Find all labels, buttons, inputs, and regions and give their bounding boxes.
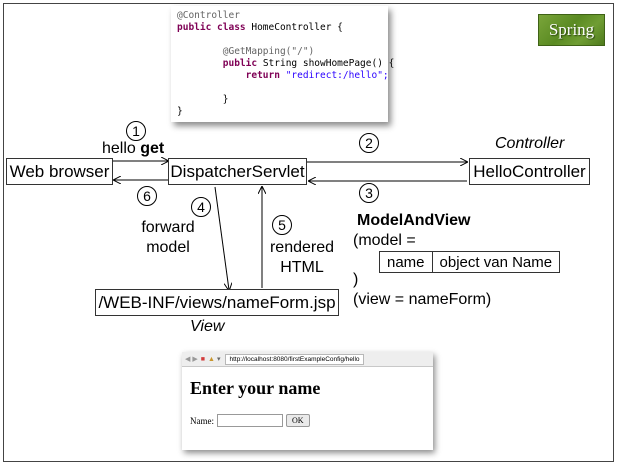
- home-icon: ▲: [208, 355, 215, 363]
- name-form: Name: OK: [190, 414, 310, 427]
- code-keyword: public: [222, 58, 258, 69]
- browser-toolbar: ◀ ▶ ■ ▲ ▾ http://localhost:8080/firstExa…: [182, 352, 433, 367]
- dispatcher-servlet-label: DispatcherServlet: [170, 161, 305, 181]
- hello-controller-node: HelloController: [469, 158, 590, 185]
- arrow-step-4: [214, 186, 229, 290]
- address-bar: http://localhost:8080/firstExampleConfig…: [225, 353, 364, 365]
- hello-get-label: hello get: [102, 139, 164, 159]
- model-and-view-title: ModelAndView: [357, 212, 471, 229]
- code-keyword: return: [245, 70, 280, 81]
- code-brace: }: [177, 106, 183, 117]
- view-file-label: /WEB-INF/views/nameForm.jsp: [98, 292, 336, 312]
- view-file-node: /WEB-INF/views/nameForm.jsp: [95, 289, 339, 316]
- model-key-cell: name: [379, 251, 433, 273]
- model-open-text: (model =: [353, 232, 416, 249]
- code-keyword: public class: [177, 22, 246, 33]
- ok-button: OK: [286, 414, 310, 427]
- dispatcher-servlet-node: DispatcherServlet: [168, 158, 307, 185]
- get-text: get: [140, 140, 165, 157]
- hello-text: hello: [102, 140, 141, 157]
- code-line-annotation: @Controller: [177, 10, 240, 21]
- step-3-badge: 3: [359, 183, 379, 203]
- step-6-badge: 6: [137, 186, 157, 206]
- step-5-badge: 5: [272, 215, 292, 235]
- step-2-badge: 2: [359, 133, 379, 153]
- step-4-badge: 4: [191, 197, 211, 217]
- web-browser-node: Web browser: [6, 158, 113, 185]
- browser-screenshot: ◀ ▶ ■ ▲ ▾ http://localhost:8080/firstExa…: [182, 352, 433, 450]
- code-snippet: @Controller public class HomeController …: [171, 6, 394, 122]
- view-caption: View: [190, 318, 225, 335]
- model-table-row: name object van Name: [379, 251, 561, 273]
- code-string: "redirect:/hello";: [285, 70, 389, 81]
- back-icon: ◀: [185, 356, 191, 363]
- model-label: model: [146, 239, 190, 256]
- dropdown-icon: ▾: [216, 356, 221, 363]
- name-field: [217, 414, 283, 427]
- name-field-label: Name:: [190, 415, 214, 426]
- model-value-cell: object van Name: [431, 251, 561, 273]
- slide-border: [3, 3, 614, 462]
- page-heading: Enter your name: [190, 378, 321, 398]
- model-table: name object van Name: [379, 251, 561, 273]
- web-browser-label: Web browser: [9, 161, 110, 181]
- rendered-label: rendered: [269, 239, 335, 256]
- html-label: HTML: [280, 259, 324, 276]
- forward-label: forward: [141, 219, 195, 236]
- view-line-text: (view = nameForm): [353, 291, 492, 308]
- hello-controller-label: HelloController: [473, 161, 586, 181]
- close-paren-text: ): [353, 271, 359, 288]
- code-method-decl: String showHomePage() {: [257, 58, 395, 69]
- step-1-badge: 1: [126, 121, 146, 141]
- code-brace: }: [222, 94, 229, 105]
- spring-logo: Spring: [538, 14, 605, 46]
- forward-icon: ▶: [192, 356, 198, 363]
- code-mapping-annotation: @GetMapping("/"): [222, 46, 315, 57]
- code-class-decl: HomeController {: [245, 22, 343, 33]
- controller-caption: Controller: [495, 135, 565, 152]
- stop-icon: ■: [200, 355, 206, 363]
- spring-logo-text: Spring: [548, 20, 595, 39]
